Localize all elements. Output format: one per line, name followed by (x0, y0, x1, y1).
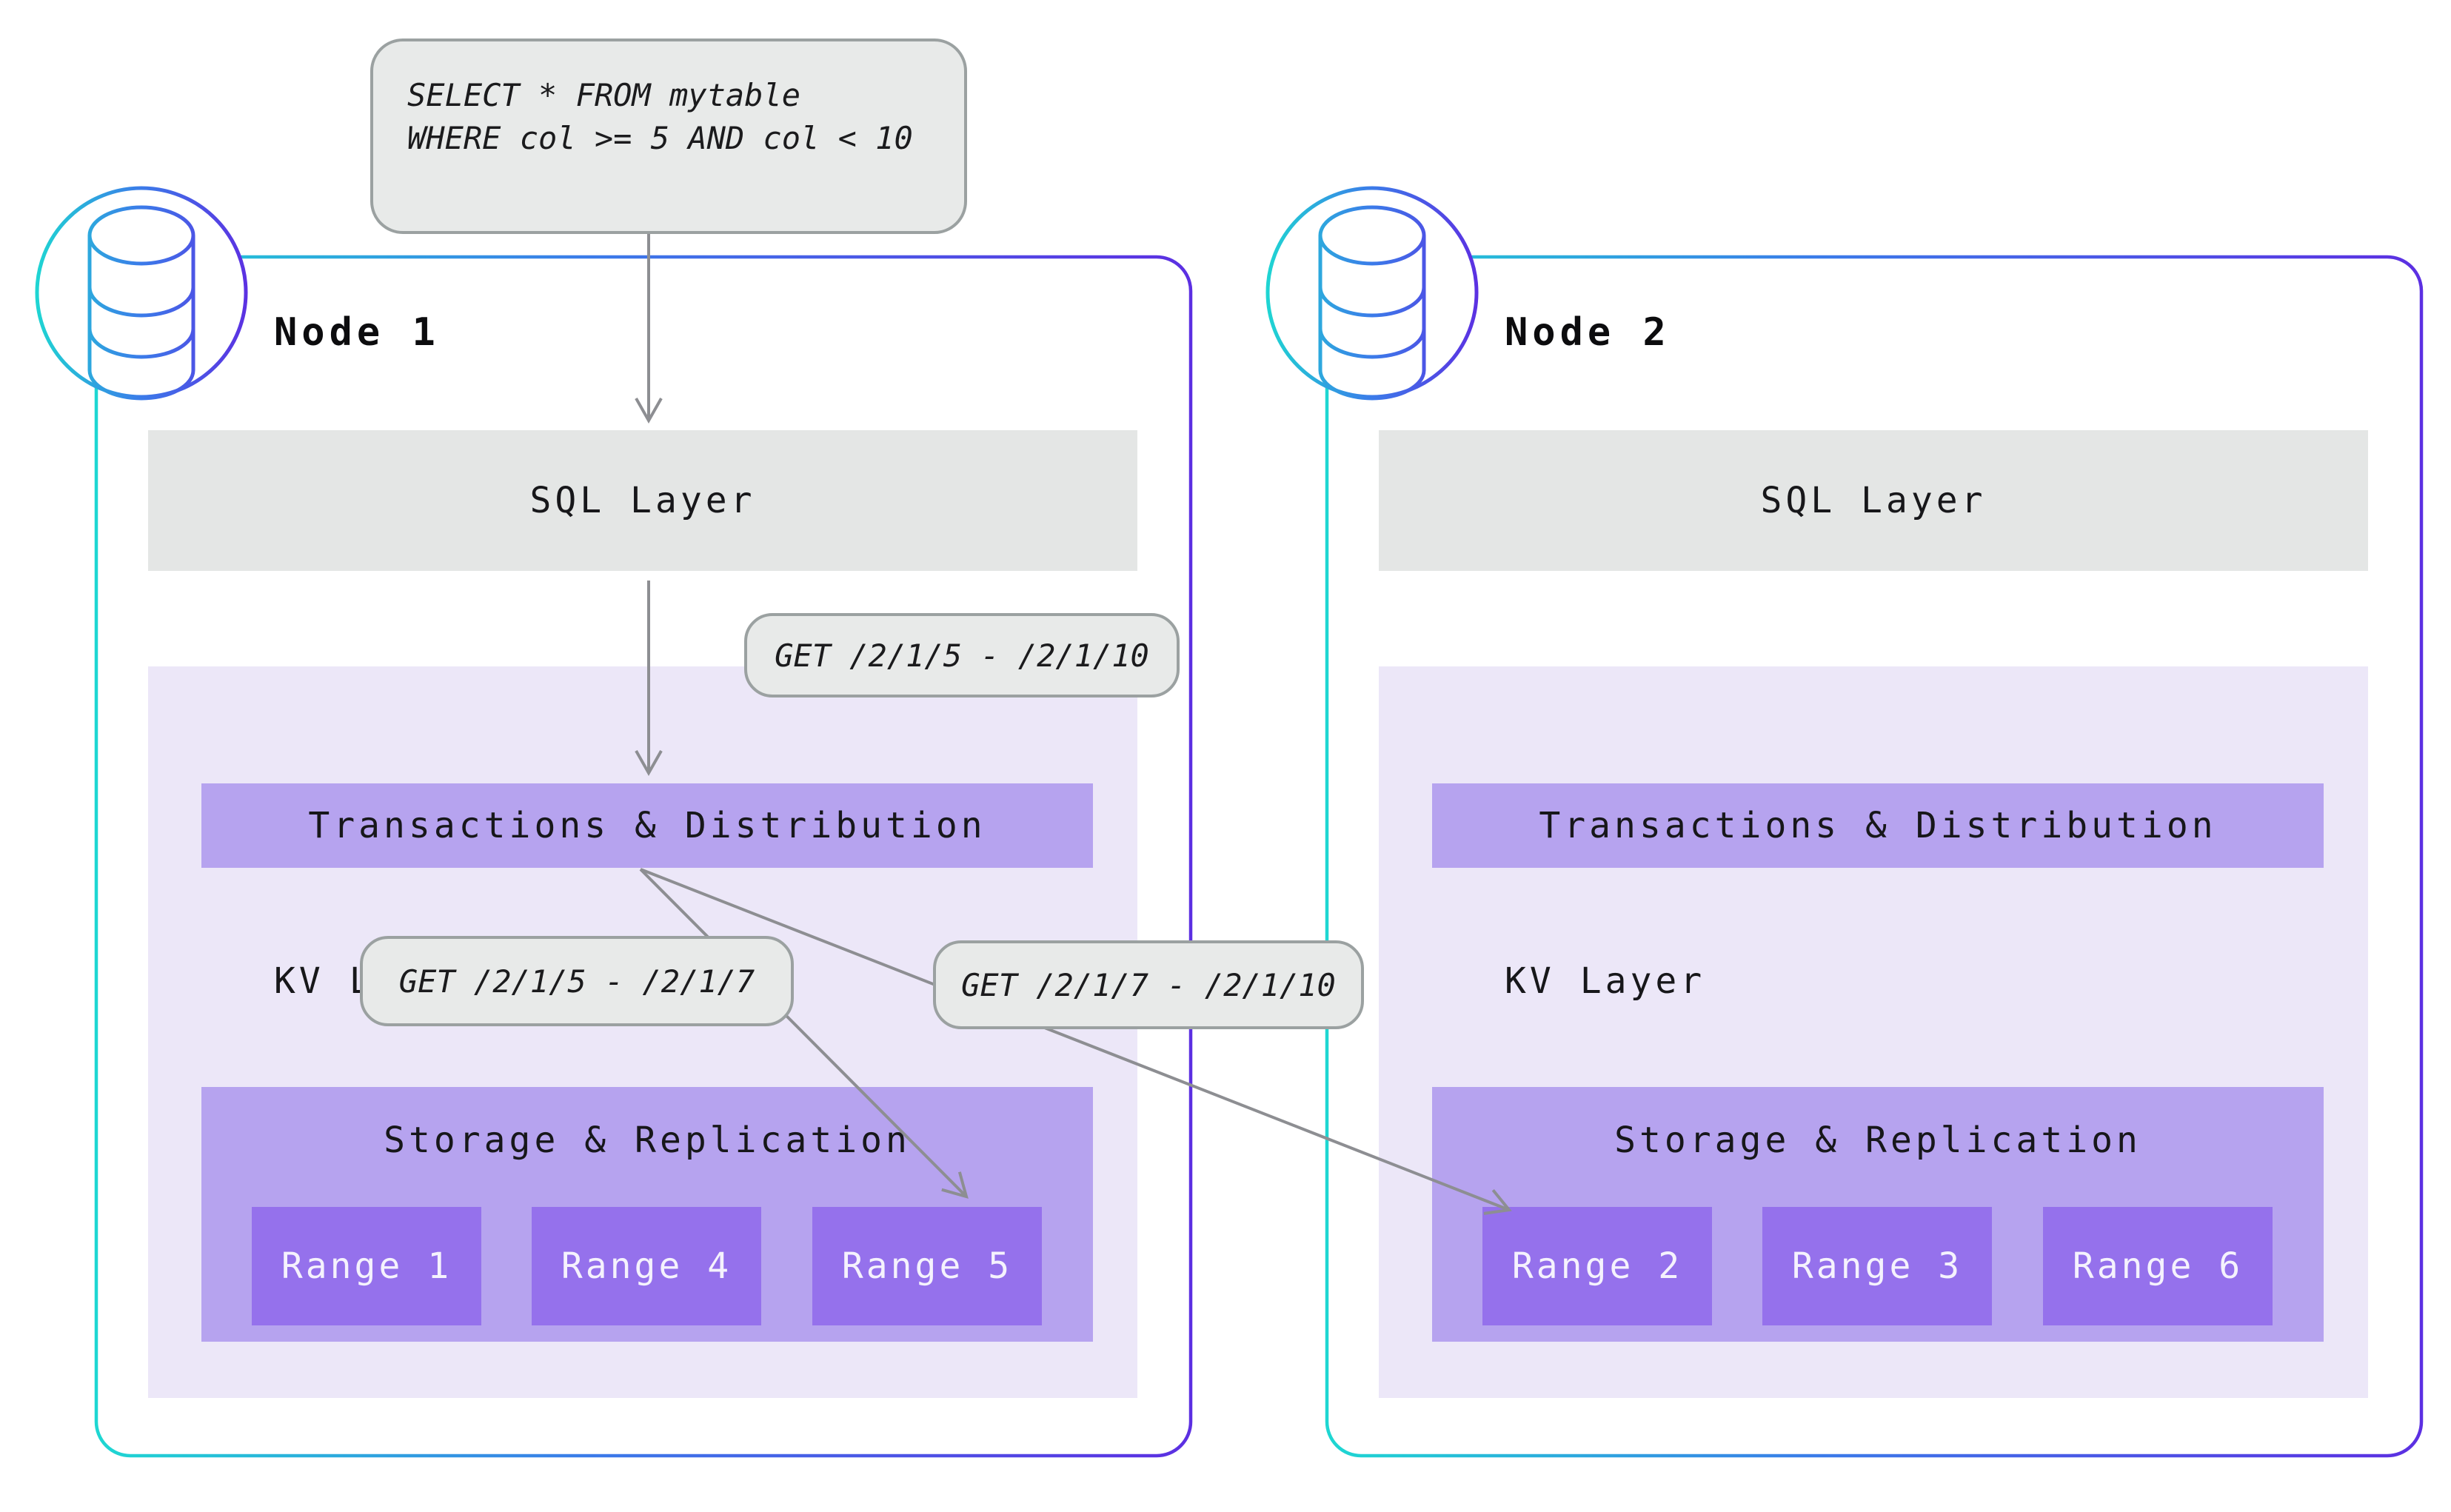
node-2-sql-layer: SQL Layer (1379, 430, 2368, 571)
range-5-box: Range 5 (812, 1207, 1042, 1325)
node-2-storage-bar: Storage & Replication Range 2 Range 3 Ra… (1432, 1087, 2324, 1342)
node-1-title: Node 1 (274, 310, 440, 355)
get-full-range-pill: GET /2/1/5 - /2/1/10 (744, 613, 1180, 698)
get-right-range-pill: GET /2/1/7 - /2/1/10 (933, 940, 1364, 1029)
kv-layer-label: KV Layer (1505, 960, 1706, 1002)
get-left-range-pill: GET /2/1/5 - /2/1/7 (360, 936, 794, 1026)
node-1-transactions-bar: Transactions & Distribution (201, 783, 1093, 868)
range-3-box: Range 3 (1762, 1207, 1992, 1325)
range-4-box: Range 4 (532, 1207, 761, 1325)
node-2-panel: Node 2 SQL Layer KV Layer Transactions &… (1325, 255, 2423, 1457)
sql-layer-label: SQL Layer (529, 480, 756, 521)
range-2-box: Range 2 (1482, 1207, 1712, 1325)
sql-query-line-1: SELECT * FROM mytable (407, 77, 801, 113)
transactions-label: Transactions & Distribution (308, 805, 986, 846)
sql-layer-label: SQL Layer (1760, 480, 1987, 521)
node-1-panel: Node 1 SQL Layer KV Layer Transactions &… (95, 255, 1192, 1457)
sql-query-box: SELECT * FROM mytable WHERE col >= 5 AND… (370, 39, 967, 234)
storage-label: Storage & Replication (1614, 1120, 2141, 1161)
sql-query-line-2: WHERE col >= 5 AND col < 10 (407, 120, 913, 156)
range-1-box: Range 1 (252, 1207, 481, 1325)
node-2-title: Node 2 (1505, 310, 1671, 355)
node-1-sql-layer: SQL Layer (148, 430, 1137, 571)
node-2-transactions-bar: Transactions & Distribution (1432, 783, 2324, 868)
node-1-storage-bar: Storage & Replication Range 1 Range 4 Ra… (201, 1087, 1093, 1342)
storage-label: Storage & Replication (384, 1120, 911, 1161)
transactions-label: Transactions & Distribution (1539, 805, 2217, 846)
range-6-box: Range 6 (2043, 1207, 2273, 1325)
